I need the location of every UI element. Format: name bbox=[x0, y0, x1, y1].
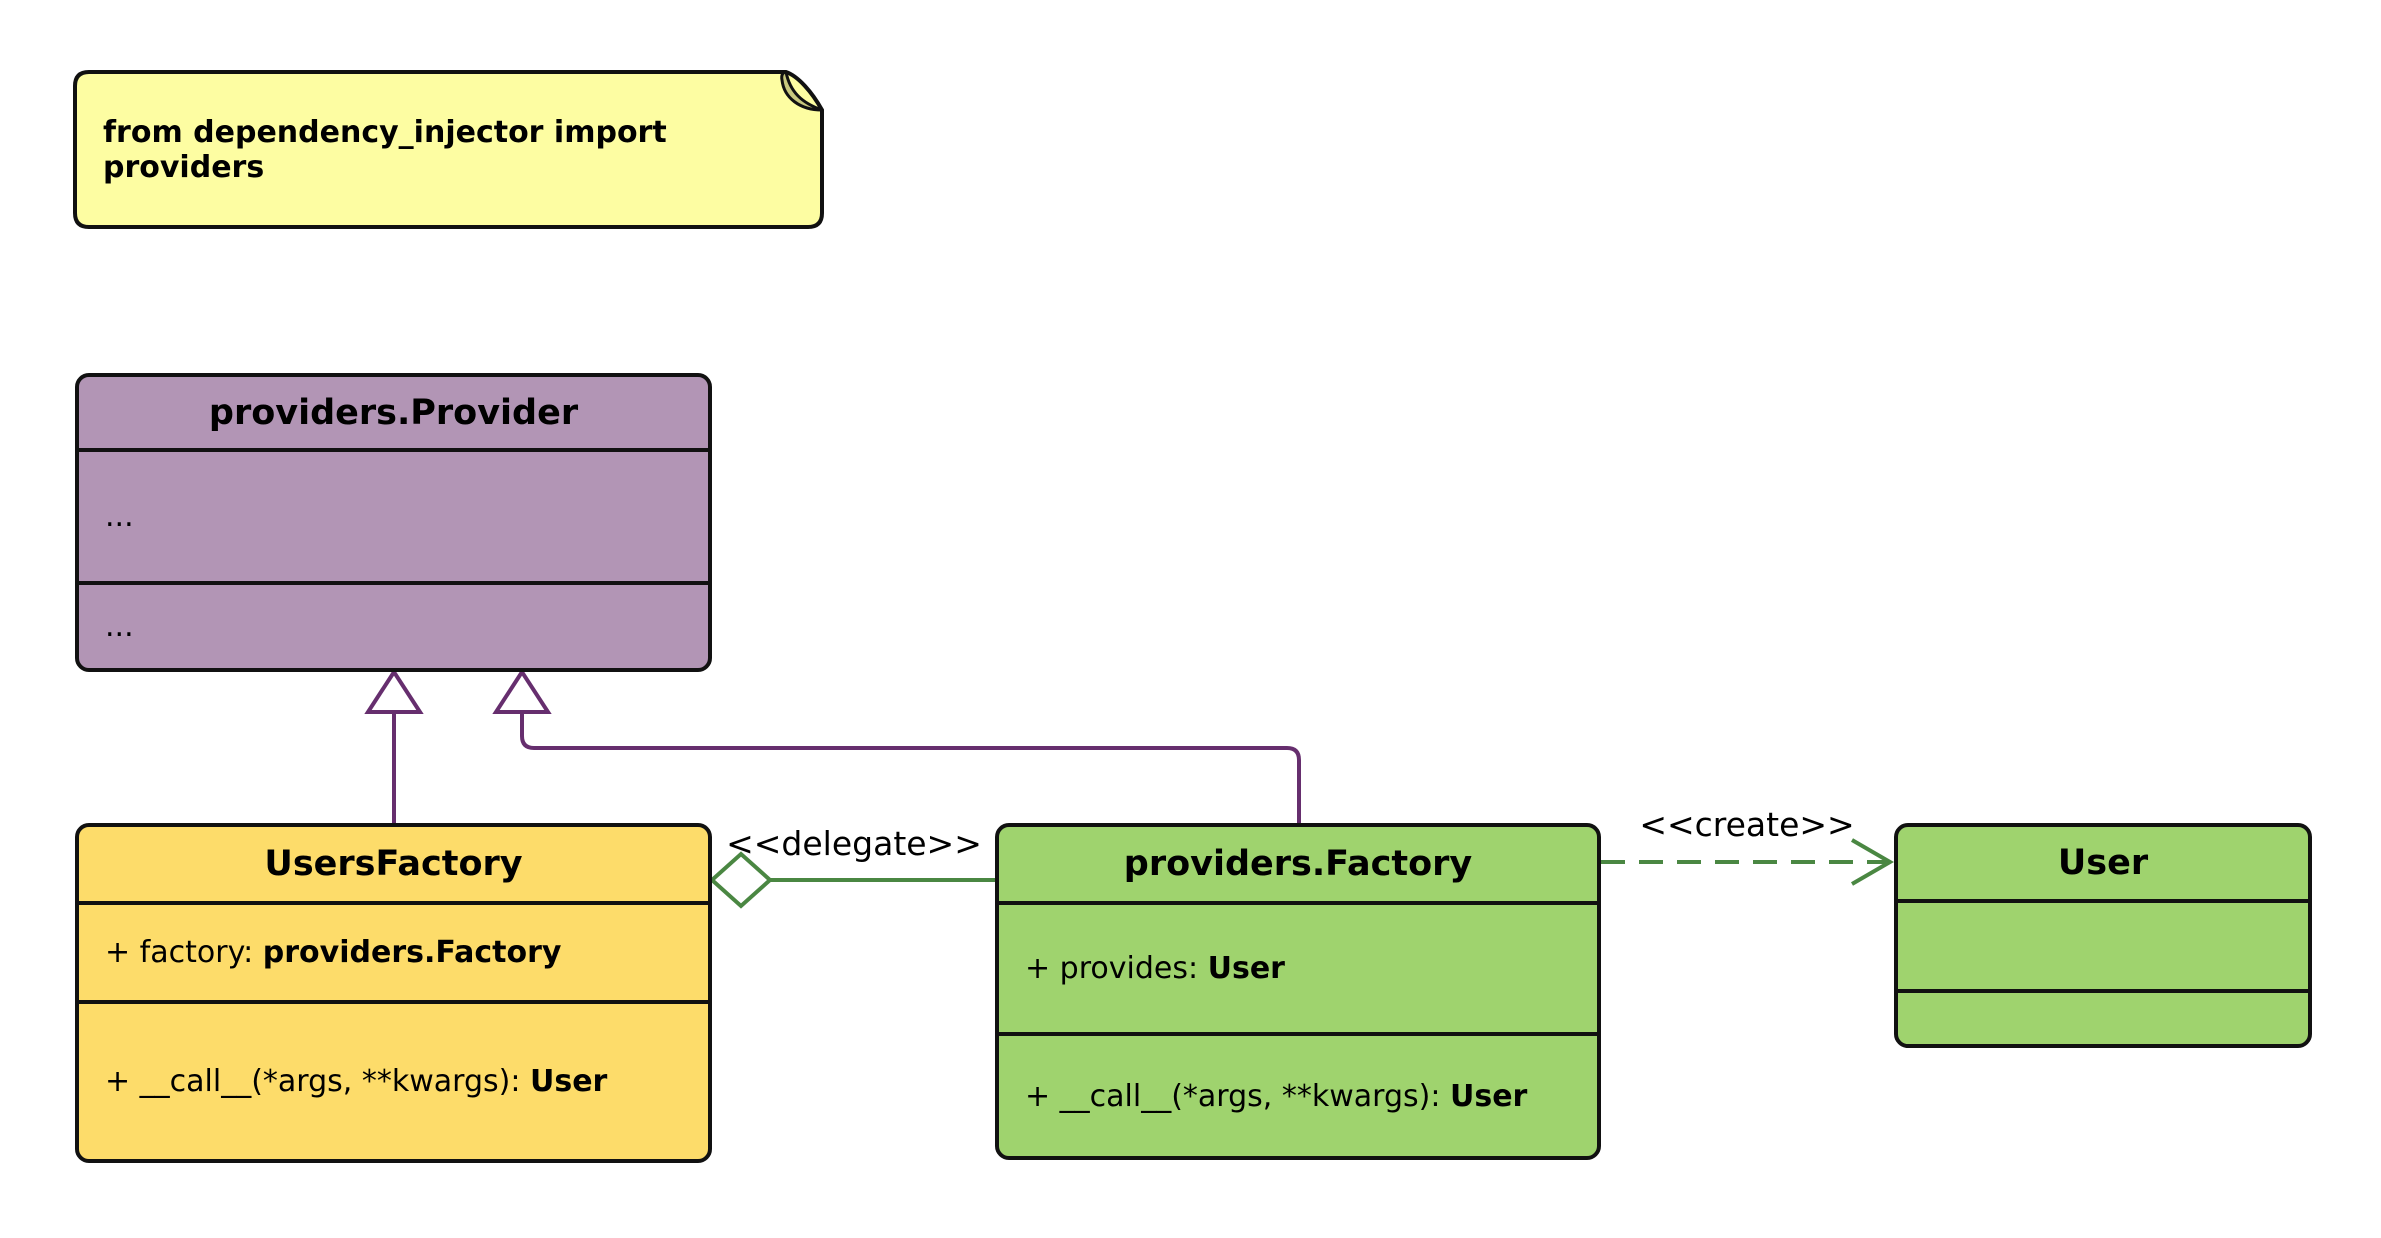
class-methods-section: + __call__(*args, **kwargs): User bbox=[79, 1000, 708, 1159]
attribute-text: + factory: bbox=[105, 935, 263, 970]
aggregation-diamond-icon bbox=[709, 851, 773, 909]
inheritance-line-right bbox=[520, 714, 1301, 823]
attribute-text: + provides: bbox=[1025, 951, 1208, 986]
method-text: + __call__(*args, **kwargs): bbox=[1025, 1078, 1450, 1114]
note-fold-icon bbox=[780, 70, 823, 112]
class-user: User bbox=[1894, 823, 2312, 1048]
attribute-type: providers.Factory bbox=[262, 935, 562, 970]
attributes-placeholder: ... bbox=[105, 499, 134, 534]
class-methods-section: ... bbox=[79, 581, 708, 668]
create-edge-label: <<create>> bbox=[1639, 805, 1855, 844]
create-arrowhead-icon bbox=[1850, 838, 1894, 886]
note-shape bbox=[73, 70, 824, 229]
class-methods-section: + __call__(*args, **kwargs): User bbox=[999, 1032, 1597, 1156]
inheritance-arrowhead-left bbox=[364, 668, 424, 714]
class-attributes-section: + provides: User bbox=[999, 901, 1597, 1032]
class-title: UsersFactory bbox=[264, 844, 523, 884]
method-return-type: User bbox=[1449, 1078, 1528, 1114]
class-providers-factory: providers.Factory + provides: User + __c… bbox=[995, 823, 1601, 1160]
delegate-edge-label: <<delegate>> bbox=[726, 824, 982, 863]
class-title: providers.Provider bbox=[208, 392, 579, 433]
class-methods-section bbox=[1898, 989, 2308, 1044]
class-attributes-section bbox=[1898, 899, 2308, 989]
methods-placeholder: ... bbox=[105, 609, 134, 644]
class-providers-provider: providers.Provider ... ... bbox=[75, 373, 712, 672]
class-users-factory: UsersFactory + factory: providers.Factor… bbox=[75, 823, 712, 1163]
class-title: User bbox=[2057, 843, 2149, 883]
inheritance-arrowhead-right bbox=[492, 668, 552, 714]
note-text: from dependency_injector import provider… bbox=[103, 114, 667, 185]
attribute-type: User bbox=[1207, 951, 1285, 986]
class-title: providers.Factory bbox=[1123, 844, 1473, 884]
method-text: + __call__(*args, **kwargs): bbox=[105, 1064, 530, 1099]
method-return-type: User bbox=[529, 1064, 608, 1099]
class-attributes-section: ... bbox=[79, 448, 708, 581]
class-attributes-section: + factory: providers.Factory bbox=[79, 901, 708, 1000]
